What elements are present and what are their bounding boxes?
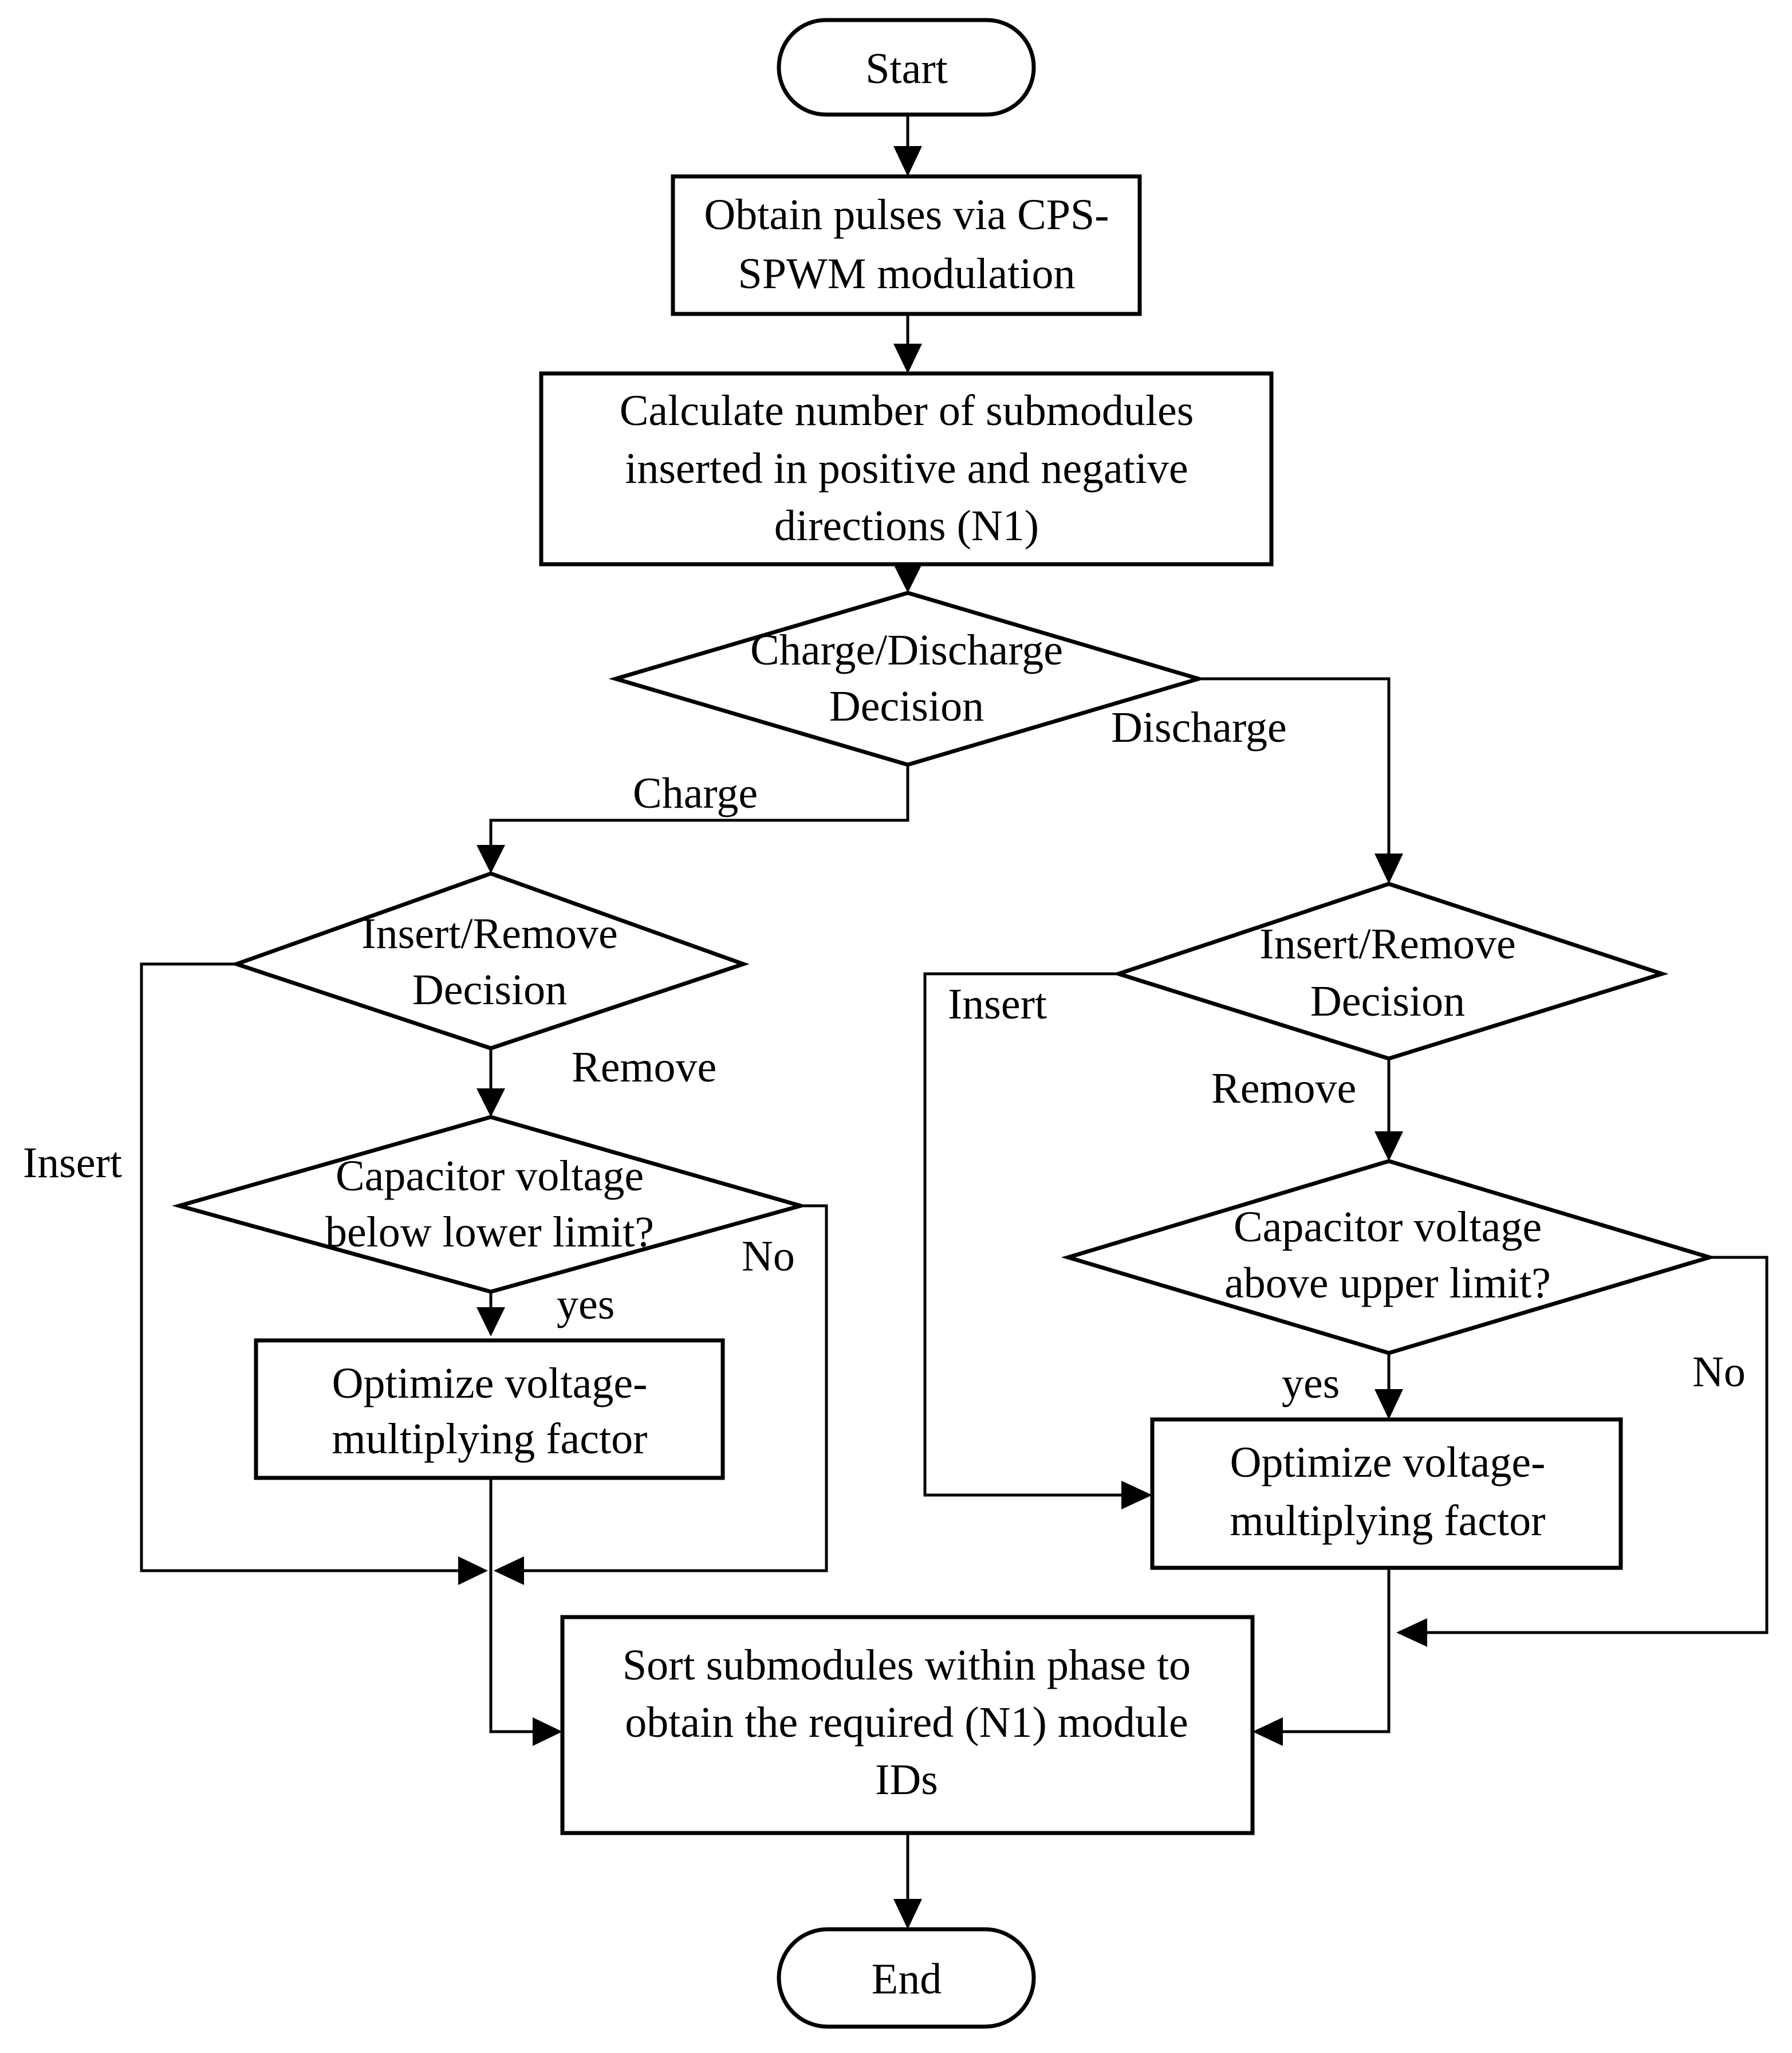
arrowhead (458, 1556, 488, 1585)
end-node: End (777, 1927, 1036, 2029)
left-optimize-box (254, 1338, 725, 1480)
obtain-pulses-box (671, 174, 1142, 316)
arrowhead (494, 1556, 524, 1585)
arrowhead (893, 344, 922, 373)
edge-discharge-branch (1199, 677, 1391, 854)
label-right-no: No (1692, 1348, 1746, 1396)
left-insert-remove-diamond (230, 871, 750, 1051)
sort-line-2: obtain the required (N1) module (625, 1698, 1188, 1747)
edge-labels: Discharge Charge Remove Insert No yes In… (23, 703, 1746, 1407)
arrowhead (1121, 1481, 1152, 1509)
end-label: End (872, 1955, 942, 2003)
calculate-line-1: Calculate number of submodules (620, 387, 1194, 435)
left-capacitor-decision: Capacitor voltage below lower limit? (172, 1115, 808, 1294)
charge-discharge-diamond (608, 591, 1206, 767)
arrowhead (893, 564, 922, 593)
label-right-remove: Remove (1211, 1064, 1356, 1112)
right-optimize-process: Optimize voltage- multiplying factor (1150, 1417, 1623, 1570)
connectors (140, 115, 1769, 1929)
left-capacitor-line-1: Capacitor voltage (336, 1152, 644, 1200)
arrowhead (476, 845, 505, 874)
charge-discharge-line-1: Charge/Discharge (750, 626, 1063, 674)
end-terminator (777, 1927, 1036, 2029)
right-optimize-box (1150, 1417, 1623, 1570)
arrowhead (476, 1088, 505, 1117)
obtain-pulses-line-2: SPWM modulation (738, 250, 1075, 298)
arrowhead (1396, 1618, 1427, 1647)
arrowhead (476, 1307, 505, 1336)
edge-right-insert (923, 972, 1121, 1497)
calculate-process: Calculate number of submodules inserted … (539, 371, 1274, 567)
label-left-yes: yes (557, 1280, 615, 1328)
label-discharge: Discharge (1111, 703, 1287, 752)
start-terminator (777, 18, 1036, 117)
label-left-no: No (742, 1232, 795, 1280)
arrowhead (1253, 1717, 1283, 1746)
obtain-pulses-line-1: Obtain pulses via CPS- (704, 191, 1109, 239)
left-optimize-line-1: Optimize voltage- (332, 1359, 648, 1407)
edge-left-no (524, 1204, 828, 1572)
start-label: Start (865, 45, 948, 93)
label-right-insert: Insert (948, 980, 1047, 1028)
right-insert-remove-diamond (1112, 882, 1669, 1061)
right-capacitor-diamond (1061, 1159, 1717, 1355)
sort-line-1: Sort submodules within phase to (623, 1641, 1191, 1689)
right-capacitor-decision: Capacitor voltage above upper limit? (1061, 1159, 1717, 1355)
arrowhead (893, 1899, 922, 1929)
calculate-line-2: inserted in positive and negative (625, 445, 1188, 493)
label-right-yes: yes (1282, 1359, 1340, 1407)
edge-left-to-sort (489, 1480, 533, 1733)
calculate-line-3: directions (N1) (774, 502, 1039, 550)
label-charge: Charge (633, 769, 758, 817)
left-optimize-process: Optimize voltage- multiplying factor (254, 1338, 725, 1480)
right-insert-remove-decision: Insert/Remove Decision (1112, 882, 1669, 1061)
right-capacitor-line-1: Capacitor voltage (1234, 1203, 1542, 1251)
right-optimize-line-1: Optimize voltage- (1230, 1438, 1546, 1486)
label-left-remove: Remove (572, 1043, 716, 1091)
calculate-box (539, 371, 1274, 567)
edge-charge-branch (489, 765, 909, 845)
left-insert-remove-line-2: Decision (412, 966, 567, 1014)
obtain-pulses-process: Obtain pulses via CPS- SPWM modulation (671, 174, 1142, 316)
right-optimize-line-2: multiplying factor (1230, 1497, 1546, 1545)
label-left-insert: Insert (23, 1139, 122, 1187)
sort-line-3: IDs (875, 1756, 938, 1804)
left-insert-remove-decision: Insert/Remove Decision (230, 871, 750, 1051)
arrowhead (1374, 854, 1403, 884)
charge-discharge-decision: Charge/Discharge Decision (608, 591, 1206, 767)
arrowhead (1374, 1131, 1403, 1161)
arrowhead (533, 1717, 562, 1746)
right-insert-remove-line-1: Insert/Remove (1259, 920, 1515, 968)
start-node: Start (777, 18, 1036, 117)
sort-process: Sort submodules within phase to obtain t… (560, 1615, 1255, 1835)
edge-left-insert (140, 962, 458, 1572)
right-insert-remove-line-2: Decision (1310, 977, 1465, 1025)
left-capacitor-diamond (172, 1115, 808, 1294)
right-capacitor-line-2: above upper limit? (1224, 1259, 1551, 1307)
arrowhead (893, 146, 922, 176)
charge-discharge-line-2: Decision (829, 682, 984, 730)
edge-right-to-sort (1283, 1568, 1391, 1733)
arrowhead (1374, 1389, 1403, 1419)
left-capacitor-line-2: below lower limit? (325, 1208, 654, 1256)
left-optimize-line-2: multiplying factor (332, 1415, 648, 1463)
left-insert-remove-line-1: Insert/Remove (361, 910, 617, 958)
edge-right-no (1427, 1256, 1769, 1634)
sort-box (560, 1615, 1255, 1835)
